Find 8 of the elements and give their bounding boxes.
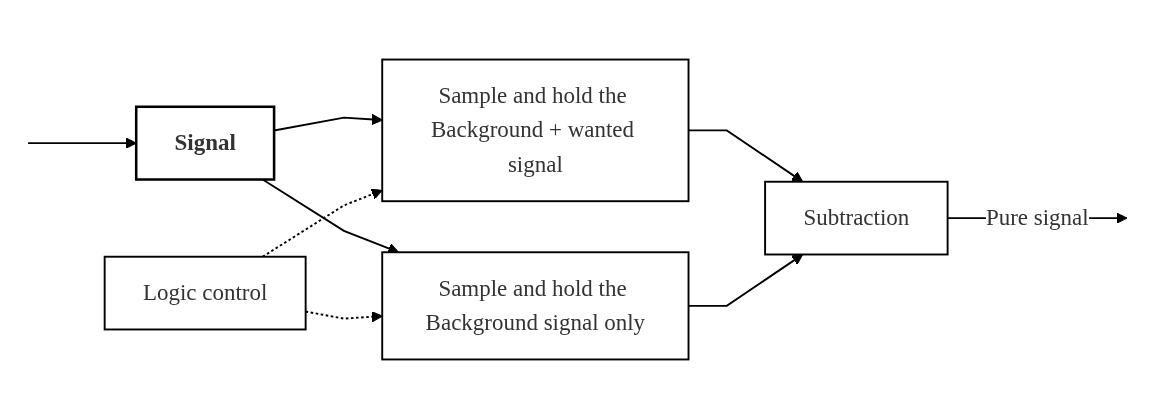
- node-box: Logic control: [103, 255, 307, 331]
- node-box: Subtraction: [764, 180, 949, 256]
- node-box: Sample and hold the Background + wanted signal: [381, 58, 690, 203]
- arrow: [261, 188, 383, 258]
- edge-label: Pure signal: [985, 204, 1089, 231]
- node-box: Signal: [134, 105, 276, 181]
- node-box: Sample and hold the Background signal only: [381, 251, 690, 361]
- arrow: [27, 137, 137, 149]
